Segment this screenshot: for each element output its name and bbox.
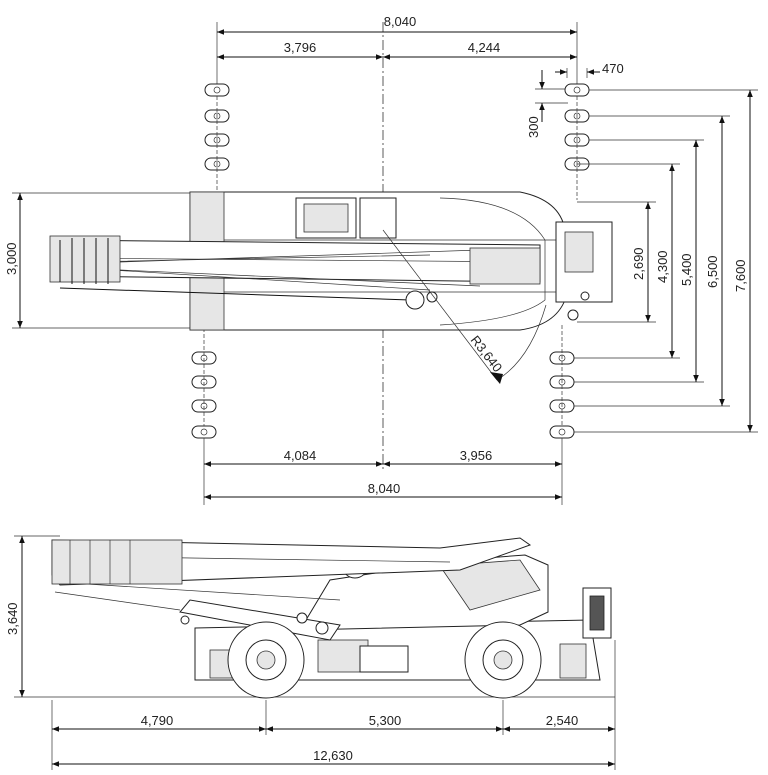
dim-height-3640: 3,640	[5, 602, 20, 635]
dim-outrigger-step: 300	[526, 116, 541, 138]
dim-front-overhang: 4,790	[141, 713, 174, 728]
dim-height-2690: 2,690	[631, 247, 646, 280]
front-wheel	[227, 621, 305, 699]
dim-height-5400: 5,400	[679, 253, 694, 286]
radius-line	[382, 229, 498, 381]
dim-outrigger-offset: 470	[602, 61, 624, 76]
dim-right-half-top: 4,244	[468, 40, 501, 55]
dim-height-7600: 7,600	[733, 259, 748, 292]
dim-right-half-bottom: 3,956	[460, 448, 493, 463]
boom-top	[49, 235, 541, 310]
dim-overall-length: 12,630	[313, 748, 353, 763]
dim-overall-width-top: 8,040	[384, 14, 417, 29]
dim-overall-width-bottom: 8,040	[368, 481, 401, 496]
top-view: 8,040 3,796 4,244 470 300	[4, 14, 758, 505]
outrigger-pads-left	[191, 83, 230, 439]
dim-radius: R3,640	[468, 333, 506, 375]
dim-left-half-top: 3,796	[284, 40, 317, 55]
dim-height-3000: 3,000	[4, 242, 19, 275]
dim-rear-overhang: 2,540	[546, 713, 579, 728]
side-view: 3,640	[5, 535, 616, 770]
dim-height-4300: 4,300	[655, 250, 670, 283]
dim-left-half-bottom: 4,084	[284, 448, 317, 463]
dim-height-6500: 6,500	[705, 255, 720, 288]
rear-wheel	[464, 621, 542, 699]
dim-wheelbase: 5,300	[369, 713, 402, 728]
